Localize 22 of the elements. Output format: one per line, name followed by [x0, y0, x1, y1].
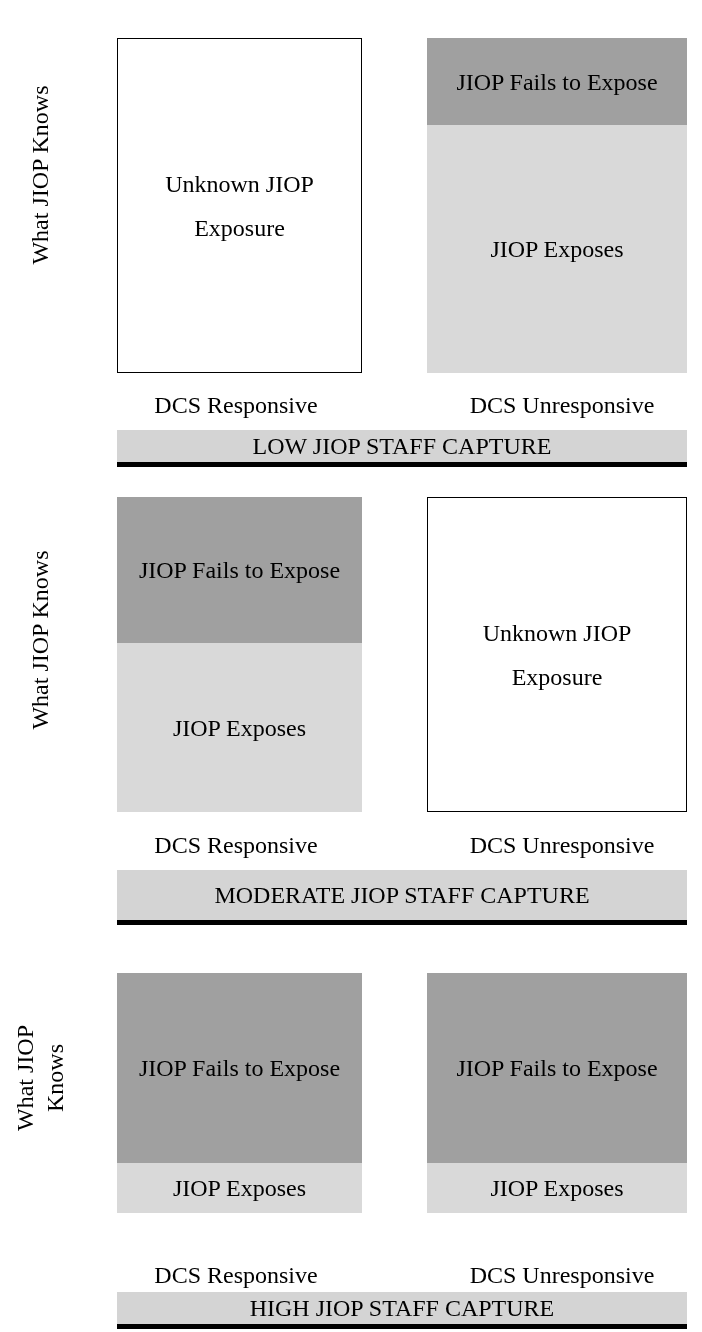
shaded-band: JIOP Exposes: [117, 643, 362, 812]
shaded-band: JIOP Fails to Expose: [117, 497, 362, 643]
shaded-band: JIOP Exposes: [117, 1163, 362, 1213]
axis-label: What JIOP Knows: [26, 84, 54, 267]
shaded-band: JIOP Exposes: [427, 125, 687, 373]
axis-label: What JIOP Knows: [26, 549, 54, 732]
caption-bar: HIGH JIOP STAFF CAPTURE: [117, 1292, 687, 1324]
column-label: DCS Responsive: [153, 831, 319, 859]
axis-label: What JIOP Knows: [11, 1024, 69, 1133]
caption-bar: LOW JIOP STAFF CAPTURE: [117, 430, 687, 462]
column-label: DCS Responsive: [153, 1261, 319, 1289]
column-label: DCS Responsive: [153, 391, 319, 419]
column-label: DCS Unresponsive: [468, 391, 656, 419]
matrix-box: Unknown JIOP Exposure: [427, 497, 687, 812]
shaded-band: JIOP Exposes: [427, 1163, 687, 1213]
caption-bar: MODERATE JIOP STAFF CAPTURE: [117, 870, 687, 920]
column-label: DCS Unresponsive: [468, 831, 656, 859]
matrix-box: Unknown JIOP Exposure: [117, 38, 362, 373]
shaded-band: JIOP Fails to Expose: [427, 973, 687, 1163]
shaded-band: JIOP Fails to Expose: [117, 973, 362, 1163]
column-label: DCS Unresponsive: [468, 1261, 656, 1289]
shaded-band: JIOP Fails to Expose: [427, 38, 687, 125]
